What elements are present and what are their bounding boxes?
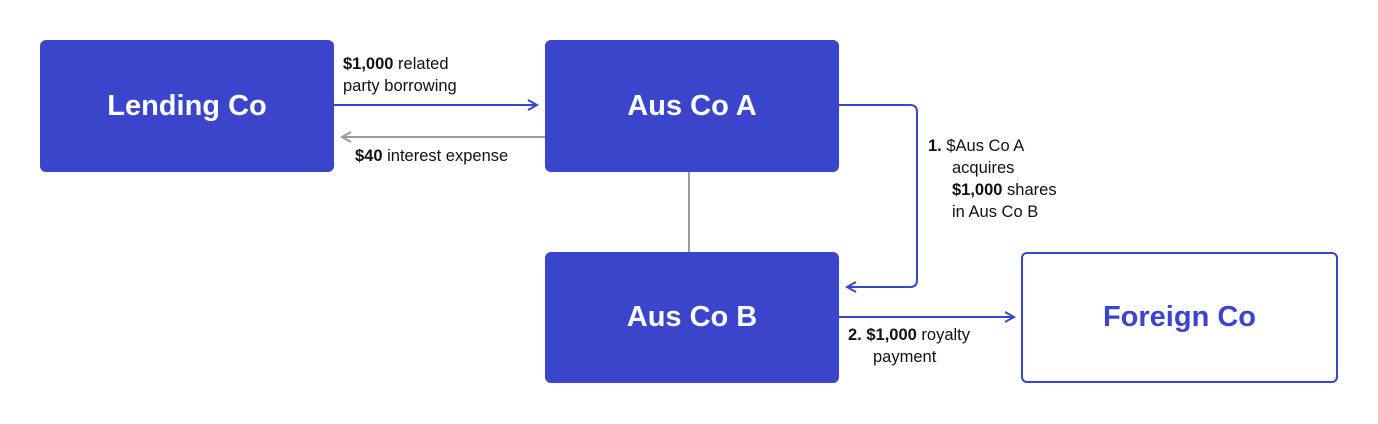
royalty-label: 2. $1,000 royalty payment: [848, 326, 971, 366]
aus-co-a-node: Aus Co A: [545, 40, 839, 172]
aus-co-b-node: Aus Co B: [545, 252, 839, 383]
foreign-co-node: Foreign Co: [1021, 252, 1338, 383]
lending-co-node: Lending Co: [40, 40, 334, 172]
borrowing-label: $1,000 related party borrowing: [343, 55, 457, 95]
acquire-label: 1. $Aus Co A acquires $1,000 shares in A…: [928, 137, 1057, 221]
acquire-arrow: [839, 104, 918, 287]
interest-label: $40 interest expense: [355, 147, 509, 165]
